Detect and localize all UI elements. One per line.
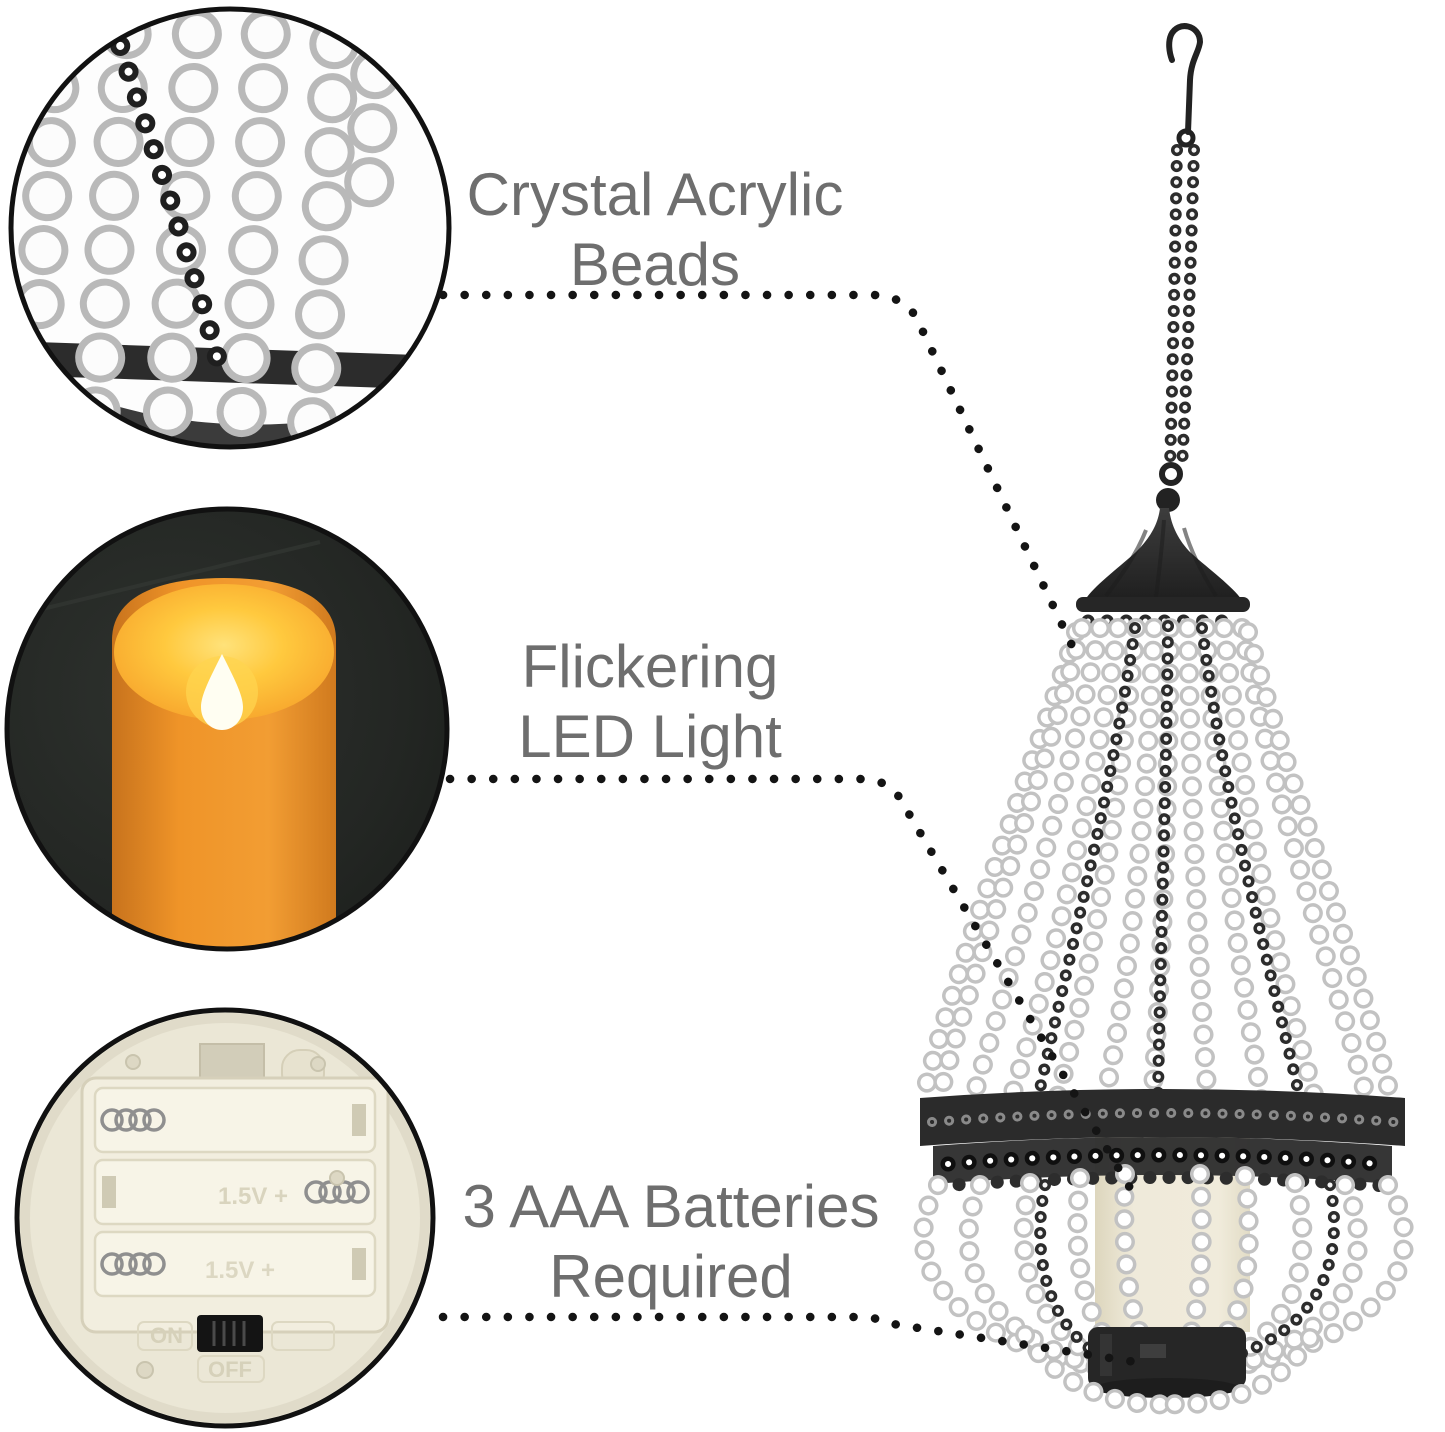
leader-line-led (445, 774, 1141, 1203)
bead-swag-inner (1070, 1171, 1147, 1379)
power-switch (197, 1315, 263, 1352)
feature-label-led: Flickering LED Light (408, 632, 892, 772)
contact-tab (352, 1104, 366, 1136)
bead-swag-inner (1223, 1178, 1365, 1375)
slot-voltage-marking: 1.5V + (205, 1257, 275, 1284)
bead-strand-inner (1241, 625, 1399, 1109)
bead-strand-inner (1049, 621, 1143, 1109)
screw-hole (136, 1361, 154, 1379)
cover-tab (199, 1043, 265, 1083)
switch-on-label: ON (150, 1323, 183, 1348)
switch-plate-right (271, 1321, 335, 1351)
canopy-flute (1154, 519, 1166, 599)
bead-swag-inner (1017, 1176, 1125, 1377)
chain-right-inner (1179, 147, 1197, 469)
led-circle-border (4, 506, 450, 952)
canopy-flute (1104, 529, 1148, 598)
hanging-chain (1164, 144, 1200, 472)
switch-plate-bottom (197, 1355, 265, 1383)
feature-label-led-line1: Flickering (521, 633, 779, 700)
canopy-lip (1076, 597, 1250, 612)
background-edge (29, 540, 321, 614)
bead-strand-inner (1235, 621, 1375, 1109)
callout-beads-photo (8, 6, 452, 450)
bead-strand-inner (1003, 621, 1125, 1109)
bell-chain-inner (1199, 625, 1303, 1101)
cup-bead-wrap-inner (1163, 1331, 1317, 1411)
battery-slot-2 (93, 1158, 377, 1226)
beads-circle-border (8, 6, 452, 450)
ring-band (920, 1089, 1405, 1146)
canopy-flute (1182, 527, 1218, 598)
basket-chain (1222, 1179, 1341, 1364)
feature-label-battery: 3 AAA Batteries Required (430, 1172, 912, 1312)
spring-contacts-slot1 (100, 1108, 166, 1132)
screw-hole (125, 1054, 141, 1070)
bead-swag-inner (1185, 1169, 1256, 1379)
contact-tab (352, 1248, 366, 1280)
closeup-bead-strand-inner (292, 9, 354, 447)
bead-strand-inner (1199, 621, 1269, 1109)
spring-contacts-slot3 (100, 1252, 166, 1276)
feature-label-battery-line1: 3 AAA Batteries (462, 1173, 880, 1240)
bead-strand-inner (1217, 621, 1323, 1109)
leader-line-beads (438, 290, 1081, 659)
switch-plate-left (137, 1321, 193, 1351)
chandelier-product-photo (912, 23, 1415, 1415)
battery-circle-border (14, 1007, 436, 1429)
closeup-bead-strand-inner (220, 9, 286, 447)
callout-led-photo (4, 506, 450, 952)
screw-hole (310, 1056, 326, 1072)
cup-bead-wrap-inner (1018, 1328, 1177, 1411)
cup-bottom (1095, 1378, 1239, 1398)
cup-body (1088, 1327, 1246, 1388)
led-flame (201, 654, 243, 730)
spring-contacts-slot2 (304, 1180, 370, 1204)
leader-line-battery (438, 1312, 1153, 1369)
battery-cover-rim (20, 1013, 430, 1423)
bead-strand-inner (965, 621, 1107, 1109)
bell-chain-inner (1035, 625, 1138, 1101)
bead-bell (912, 618, 1402, 1112)
battery-slot-3 (93, 1230, 377, 1298)
feature-label-beads-line2: Beads (569, 231, 741, 298)
bead-swag-inner (962, 1178, 1107, 1375)
hook-link (1176, 128, 1196, 148)
closeup-bead-strand-inner (348, 9, 396, 253)
lace-holes (940, 1147, 1386, 1172)
feature-label-battery-line2: Required (549, 1243, 793, 1310)
closeup-chain (102, 10, 230, 378)
closeup-bead-strand-inner (147, 9, 218, 447)
feature-label-beads-line1: Crystal Acrylic (466, 161, 844, 228)
hanging-hook (1166, 23, 1204, 135)
switch-off-label: OFF (208, 1357, 252, 1382)
feature-label-led-line2: LED Light (518, 703, 782, 770)
basket-chain (1034, 1179, 1111, 1364)
connector-ring (1159, 462, 1183, 486)
slot-voltage-marking: 1.5V + (218, 1183, 288, 1210)
candle-cup (1015, 1325, 1320, 1415)
contact-tab (102, 1176, 116, 1208)
connector-ball (1156, 488, 1180, 512)
metal-ring (920, 1089, 1405, 1193)
candle-glow-top (114, 584, 334, 720)
chain-left-inner (1167, 147, 1180, 469)
bead-swag-inner (1205, 1176, 1310, 1377)
feature-label-beads: Crystal Acrylic Beads (410, 160, 900, 300)
bead-strand-inner (1181, 621, 1215, 1109)
bead-strand-inner (1097, 621, 1161, 1109)
bell-chain (1152, 620, 1174, 1104)
callout-battery-photo: 1.5V + 1.5V + ON OFF (14, 1007, 436, 1429)
bead-strand-inner (931, 621, 1089, 1109)
cup-slot (1140, 1344, 1166, 1358)
battery-slot-1 (93, 1086, 377, 1154)
screw-hole (329, 1170, 345, 1186)
switch-ridges (212, 1321, 246, 1346)
